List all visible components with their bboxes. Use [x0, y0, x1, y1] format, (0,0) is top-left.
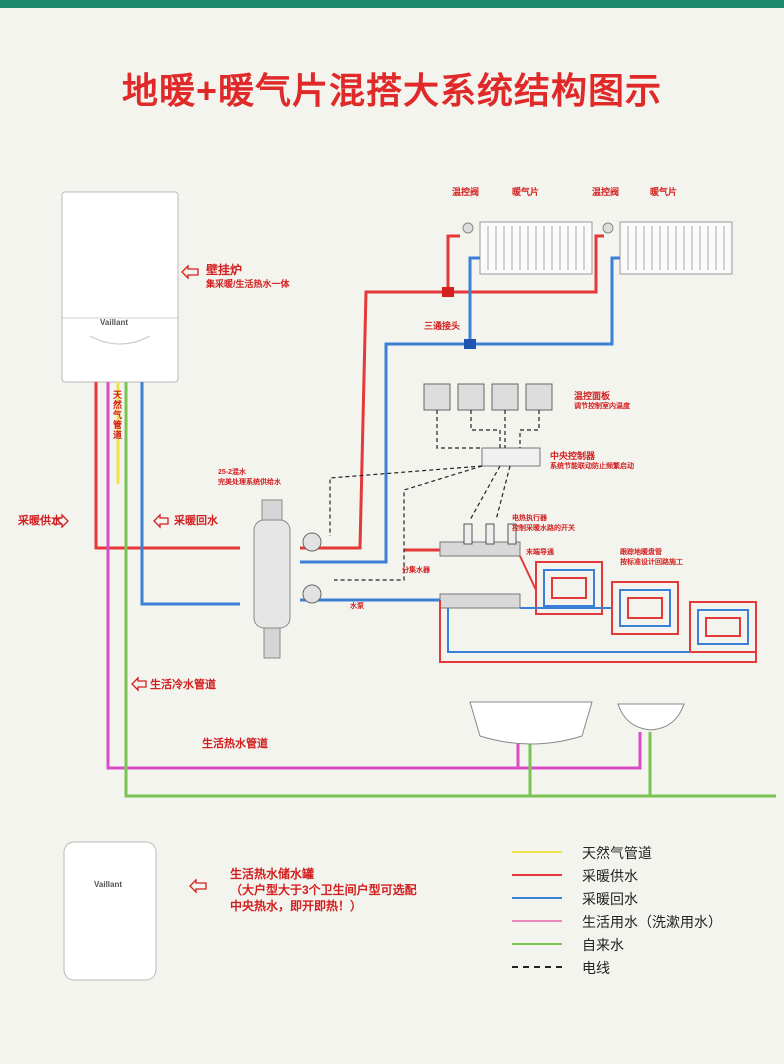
separator-label: 25-2混水 [218, 469, 247, 476]
legend-label: 电线 [582, 960, 610, 976]
tee-label: 三通接头 [424, 321, 461, 331]
manifold-label: 分集水器 [402, 567, 430, 574]
cold-water-pipe-label: 生活冷水管道 [150, 679, 216, 691]
valve-label-1: 温控阀 [452, 187, 480, 197]
wall-boiler [61, 191, 179, 383]
thermostat-label: 温控面板 [574, 391, 611, 401]
central-controller-desc: 系统节能联动防止频繁启动 [550, 463, 634, 470]
legend-label: 自来水 [582, 937, 624, 953]
central-controller-box [481, 447, 541, 467]
pointer-arrows [53, 264, 207, 894]
legend-swatch-supply [512, 874, 562, 876]
heat-return-label: 采暖回水 [174, 515, 218, 527]
top-accent-bar [0, 0, 784, 8]
boiler-brand-label: Vaillant [100, 318, 129, 327]
thermostatic-valve-2 [602, 222, 614, 234]
boiler-desc: 集采暖/生活热水一体 [206, 279, 290, 289]
tee-connector-supply [442, 287, 454, 297]
bathtub [469, 701, 593, 745]
wash-basin [617, 703, 685, 731]
return-pipes [140, 256, 620, 606]
thermostat-desc: 调节控制室内温度 [574, 403, 630, 410]
central-controller-label: 中央控制器 [550, 451, 596, 461]
tank-title: 生活热水储水罐 [230, 867, 315, 881]
boiler-label: 壁挂炉 [206, 263, 243, 277]
floor-heating-label: 跟踪地暖盘管 [620, 549, 662, 556]
tank-brand-label: Vaillant [94, 880, 123, 889]
legend-swatch-wire [512, 966, 562, 968]
tank-callout: 生活热水储水罐 （大户型大于3个卫生间户型可选配 中央热水，即开即热！） [230, 866, 417, 914]
legend-label: 采暖回水 [582, 891, 638, 907]
hydraulic-separator [253, 499, 291, 659]
radiator-2 [619, 221, 733, 275]
legend-label: 天然气管道 [582, 845, 652, 861]
legend-label: 采暖供水 [582, 868, 638, 884]
legend-swatch-domestic [512, 920, 562, 922]
supply-pipes [94, 234, 604, 552]
legend-swatch-return [512, 897, 562, 899]
gas-pipe-label: 天然气管道 [113, 390, 123, 440]
floor-heating-loops [439, 555, 757, 663]
actuator-label: 电热执行器 [512, 515, 547, 522]
pump-lower [302, 584, 322, 604]
pump-label: 水泵 [350, 603, 364, 610]
heat-supply-label: 采暖供水 [18, 515, 62, 527]
radiator-label-1: 暖气片 [512, 187, 540, 197]
end-seal-label: 末端导通 [526, 549, 554, 556]
legend-label: 生活用水（洗漱用水） [582, 914, 722, 930]
hot-water-tank [63, 841, 157, 981]
pump-upper [302, 532, 322, 552]
manifold [439, 523, 521, 609]
radiator-1 [479, 221, 593, 275]
thermostat-panels [423, 383, 553, 411]
tank-desc-2: 中央热水，即开即热！） [230, 899, 363, 913]
floor-heating-desc: 按标准设计回路施工 [620, 559, 683, 566]
diagram-title: 地暖+暖气片混搭大系统结构图示 [121, 70, 663, 111]
legend-swatch-gas [512, 851, 562, 853]
tank-desc-1: （大户型大于3个卫生间户型可选配 [230, 883, 417, 897]
actuator-desc: 控制采暖水路的开关 [512, 525, 575, 532]
radiator-label-2: 暖气片 [650, 187, 678, 197]
electric-wires [329, 410, 540, 581]
thermostatic-valve-1 [462, 222, 474, 234]
legend-swatch-tap [512, 943, 562, 945]
tee-connector-return [464, 339, 476, 349]
separator-desc: 完美处理系统供给水 [218, 479, 281, 486]
valve-label-2: 温控阀 [592, 187, 620, 197]
hot-water-pipe-label: 生活热水管道 [202, 738, 268, 750]
